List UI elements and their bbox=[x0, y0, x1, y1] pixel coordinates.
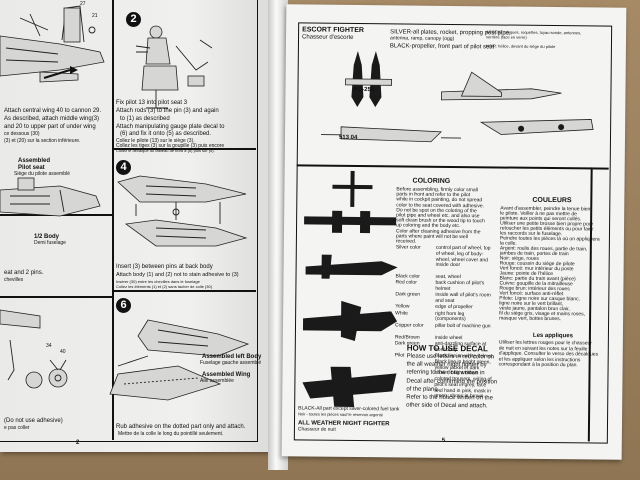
step4-instruction: Insert (3) between pins at back body bbox=[116, 264, 213, 270]
no-adhesive-note: (Do not use adhesive) bbox=[4, 418, 63, 424]
step2-instruction-fr: Collez le décalque du tableau de bord à … bbox=[116, 148, 215, 153]
color-table-parts: right from leg (components) bbox=[435, 310, 466, 323]
instruction-line-fr: (3) et (20) sur la section inférieure. bbox=[4, 138, 81, 144]
color-note-fr: NOIR: hélice, devant du siège du pilote bbox=[485, 43, 556, 50]
couleurs-line: masque vert, bottes brunes. bbox=[499, 315, 562, 323]
fuel-tank-note-fr: Noir - toutes les pièces sauf le réservo… bbox=[298, 411, 384, 418]
color-table-color: Pilot bbox=[394, 352, 405, 359]
left-page-border bbox=[0, 0, 258, 442]
no-adhesive-note-fr: e pas coller bbox=[4, 425, 30, 431]
step-2-badge: 2 bbox=[126, 12, 141, 27]
color-table: Silver color control part of wheel, top o… bbox=[286, 4, 626, 399]
step4-instruction-fr: Collez les éléments (1) et (2) sans tach… bbox=[116, 284, 213, 289]
decal-instruction-line: Decal after confirming the position bbox=[406, 378, 498, 386]
page-number: 5 bbox=[441, 437, 446, 444]
silver-color-note: antenna, ramp, canopy (ogg) bbox=[389, 35, 455, 42]
step2-instruction: (6) and fix it onto (5) as described. bbox=[120, 131, 212, 137]
assembled-left-body-label-fr: Fuselage gauche assemblé bbox=[200, 360, 262, 366]
seat-pins-text: eat and 2 pins. bbox=[4, 270, 44, 276]
color-note-fr: verrière (face en verre) bbox=[486, 34, 527, 40]
decal-instruction-line: Refer to the notice written on the bbox=[406, 394, 494, 402]
half-body-label: 1/2 Body bbox=[34, 234, 60, 240]
wing-assembly-illustration bbox=[0, 5, 105, 83]
couleurs-title: COULEURS bbox=[532, 196, 572, 205]
page-number: 2 bbox=[76, 440, 80, 446]
decal-instruction-line: the all weather night fighter by bbox=[406, 361, 487, 369]
assembled-wing-label-fr: Aile assemblée bbox=[200, 378, 234, 384]
aircraft-code-label: PQ-255 bbox=[353, 86, 375, 94]
half-body-illustration bbox=[0, 177, 101, 217]
step2-instruction-fr: Collez le pilote (13) sur le siège (3). bbox=[116, 138, 195, 144]
left-page-column-divider bbox=[112, 0, 114, 440]
night-fighter-illustration bbox=[302, 170, 398, 407]
couleurs-text: Avant d'assembler, peindre la tenue bien… bbox=[286, 4, 626, 322]
color-table-parts: control part of wheel, top of wheel, leg… bbox=[435, 244, 491, 269]
color-table-color: Red color bbox=[395, 279, 417, 286]
aircraft-code-label: 513 04 bbox=[338, 134, 358, 141]
seat-pins-text-fr: chevilles bbox=[4, 277, 24, 283]
color-table-color: Yellow bbox=[395, 303, 410, 310]
escort-fighter-illustration bbox=[321, 50, 594, 143]
night-fighter-title-fr: Chasseur de nuit bbox=[297, 426, 336, 433]
decal-instruction-line: referring to the note written in bbox=[406, 369, 485, 377]
color-table-color: Dark green bbox=[395, 291, 421, 298]
instruction-line: As described, attach middle wing(3) bbox=[4, 116, 100, 122]
black-color-note: BLACK-propeller, front part of pilot sea… bbox=[389, 43, 495, 51]
left-page-divider-4 bbox=[0, 296, 112, 298]
instruction-line-fr: ce dessous (30) bbox=[4, 131, 40, 137]
applications-text: Utiliser les lettres rouges pour le chas… bbox=[286, 4, 626, 368]
assembled-wing-label: Assembled Wing bbox=[202, 372, 251, 378]
color-table-color: Silver color bbox=[395, 244, 421, 251]
part-number-40: 40 bbox=[60, 349, 66, 355]
applications-line: correspondant à la position du plan. bbox=[498, 361, 578, 369]
pilot-seat-illustration bbox=[135, 25, 213, 109]
step-4-badge: 4 bbox=[116, 160, 131, 175]
color-table-parts: pillar bolt of machine gun bbox=[434, 322, 491, 329]
half-body-label-fr: Demi fuselage bbox=[34, 240, 66, 246]
left-instruction-page: 27 21 Attach central wing 40 to cannon 2… bbox=[0, 0, 272, 452]
step2-instruction: Attach manipulating gauge plate decal to bbox=[116, 124, 225, 130]
step2-instruction: Fix pilot 13 into pilot seat 3 bbox=[116, 100, 188, 106]
fuselage-assembly-illustration bbox=[117, 175, 248, 247]
assembled-left-body-label: Assembled left Body bbox=[202, 354, 262, 360]
step4-instruction: Attach body (1) and (2) not to stain adh… bbox=[116, 272, 239, 278]
step6-instruction: Rub adhesive on the dotted part only and… bbox=[116, 424, 246, 430]
left-page-divider-1 bbox=[112, 148, 256, 150]
color-table-color: Copper color bbox=[394, 321, 424, 329]
step-6-badge: 6 bbox=[116, 298, 131, 313]
color-table-color: White bbox=[395, 309, 408, 317]
decal-instruction-line: of the plane. bbox=[406, 386, 440, 393]
decal-instruction-line: Please use letters in red color on bbox=[406, 353, 495, 361]
pilot-seat-label: Pilot seat bbox=[18, 165, 45, 171]
step2-instruction-fr: Collez les tiges (3) sur la goupille (3)… bbox=[116, 143, 225, 149]
step6-instruction-fr: Mettre de la colle le long du pointillé … bbox=[118, 431, 224, 437]
part-number-34: 34 bbox=[46, 343, 52, 349]
decal-instruction-line: other side of Decal and attach. bbox=[406, 402, 488, 410]
pilot-seat-label-fr: Siège du pilote assemblé bbox=[14, 171, 70, 177]
step4-instruction-fr: Insérer (30) entre les chevilles dans le… bbox=[116, 279, 200, 284]
part-number-label: 21 bbox=[92, 13, 98, 19]
right-instruction-page: ESCORT FIGHTER Chasseur d'escorte SILVER… bbox=[281, 4, 627, 460]
wing-attachment-illustration bbox=[109, 319, 250, 401]
step2-instruction: Attach rods (3) to the pin (3) and again bbox=[116, 108, 219, 114]
instruction-line: and 20 to upper part of under wing bbox=[4, 124, 96, 130]
assembled-label: Assembled bbox=[18, 158, 51, 164]
step2-instruction: to (1) as described bbox=[120, 116, 170, 122]
instruction-line: Attach central wing 40 to cannon 29. bbox=[4, 108, 102, 114]
escort-fighter-title-fr: Chasseur d'escorte bbox=[301, 34, 354, 41]
left-page-divider-2 bbox=[112, 290, 256, 292]
decal-title: HOW TO USE DECAL bbox=[406, 343, 489, 354]
landing-gear-illustration bbox=[0, 309, 68, 389]
coloring-title: COLORING bbox=[412, 177, 451, 185]
part-number-label: 27 bbox=[80, 1, 86, 7]
